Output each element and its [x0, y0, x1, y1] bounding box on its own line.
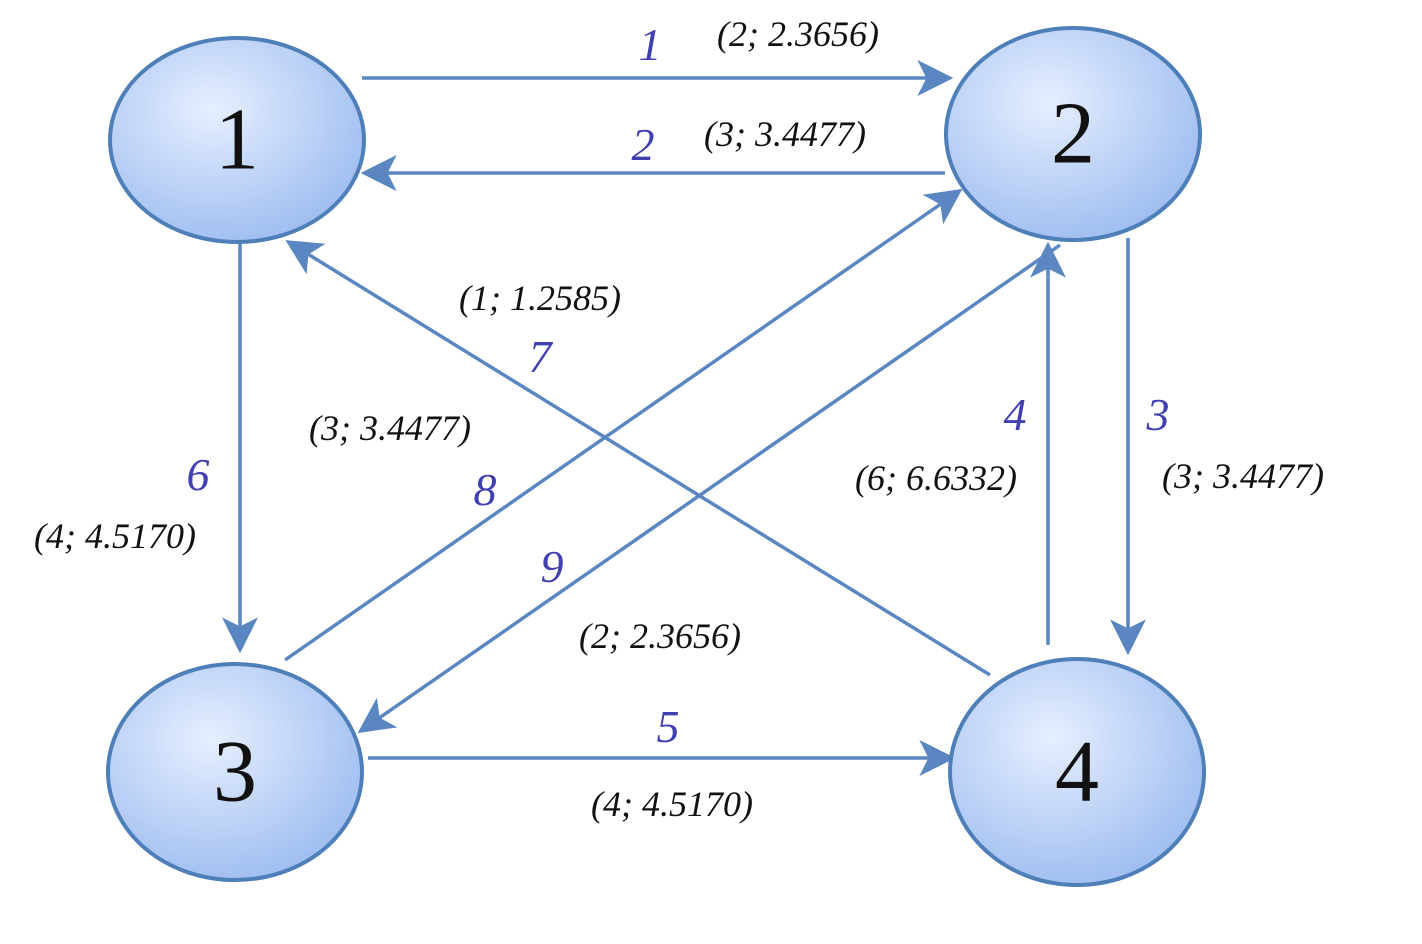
edge-8-line	[284, 188, 963, 662]
edge-8-number: 8	[474, 464, 497, 515]
node-2-circle	[944, 26, 1202, 242]
node-4-circle	[948, 657, 1206, 887]
node-1-label: 1	[215, 92, 259, 189]
node-2-label: 2	[1051, 86, 1095, 183]
edge-5-number: 5	[657, 701, 680, 752]
node-3: 3	[106, 662, 364, 882]
edges	[222, 60, 1146, 776]
edge-7-number: 7	[529, 331, 554, 382]
edge-2-number: 2	[632, 119, 655, 170]
edge-9-number: 9	[541, 541, 564, 592]
node-4-label: 4	[1055, 724, 1099, 821]
edge-3-value: (3; 3.4477)	[1162, 456, 1324, 496]
edge-4-number: 4	[1004, 389, 1027, 440]
edge-5-value: (4; 4.5170)	[591, 784, 753, 824]
node-3-label: 3	[213, 724, 257, 821]
edge-9-value: (2; 2.3656)	[579, 616, 741, 656]
edge-8-value: (3; 3.4477)	[309, 408, 471, 448]
edge-numbers: 1 2 3 4 5 6 7 8 9	[187, 19, 1170, 752]
edge-7-value: (1; 1.2585)	[459, 278, 621, 318]
edge-3-number: 3	[1146, 389, 1170, 440]
node-1: 1	[108, 36, 366, 244]
node-2: 2	[944, 26, 1202, 242]
edge-1-value: (2; 2.3656)	[717, 14, 879, 54]
edge-6-number: 6	[187, 449, 210, 500]
edge-9-line	[357, 243, 1061, 734]
edge-2-value: (3; 3.4477)	[704, 114, 866, 154]
edge-6-value: (4; 4.5170)	[34, 516, 196, 556]
edge-7-line	[285, 240, 991, 677]
edge-1-number: 1	[639, 19, 662, 70]
node-4: 4	[948, 657, 1206, 887]
node-1-circle	[108, 36, 366, 244]
edge-values: (2; 2.3656) (3; 3.4477) (3; 3.4477) (6; …	[34, 14, 1324, 824]
edge-4-value: (6; 6.6332)	[855, 458, 1017, 498]
node-3-circle	[106, 662, 364, 882]
